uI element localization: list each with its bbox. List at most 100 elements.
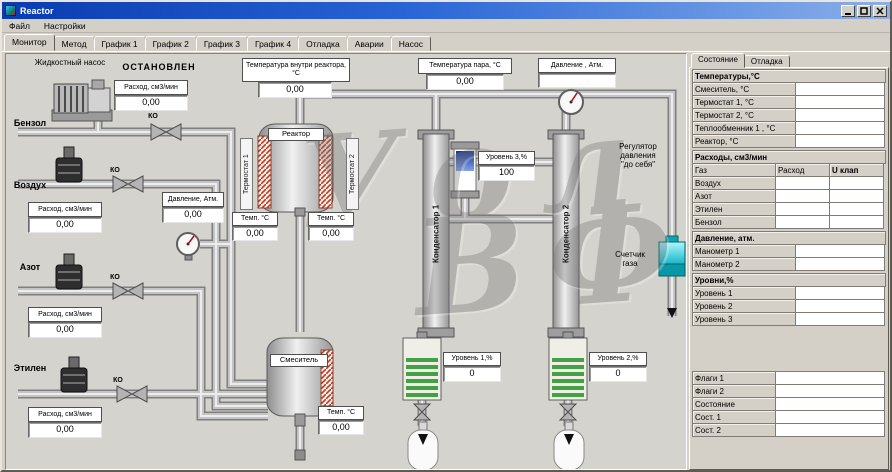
pump-status: ОСТАНОВЛЕН: [122, 62, 196, 72]
thermostat1-temp-value: 0,00: [232, 226, 278, 241]
pressure-gauge-1: [176, 232, 200, 261]
tab-grafik3[interactable]: График 3: [195, 36, 248, 51]
table-row: Уровень 3: [692, 312, 886, 326]
flow-arrow-2: [564, 434, 574, 445]
reactor-heater-right: [318, 135, 333, 209]
gas-counter: [658, 235, 686, 318]
table-row: Бензол: [692, 215, 886, 229]
flags2-field: [775, 384, 885, 398]
panel-body: Температуры,°C Смеситель, °C Термостат 1…: [689, 67, 889, 470]
air-regulator: [55, 146, 83, 183]
manometer1-field: [795, 244, 885, 258]
uvalve-field: [829, 176, 884, 190]
maximize-button[interactable]: [857, 4, 871, 17]
pressure2-value: [538, 73, 616, 88]
table-row: Манометр 2: [692, 257, 886, 271]
table-row: Манометр 1: [692, 244, 886, 258]
process-diagram: Уол ВФК Жидкостный насос ОСТАНОВЛЕН Расх…: [5, 53, 687, 470]
content-area: Уол ВФК Жидкостный насос ОСТАНОВЛЕН Расх…: [2, 51, 890, 470]
ethylene-flow-label: Расход, см3/мин: [28, 407, 102, 422]
table-row: Азот: [692, 189, 886, 203]
ethylene-regulator: [60, 356, 88, 393]
col-gas: Газ: [692, 163, 776, 177]
minimize-button[interactable]: [841, 4, 855, 17]
level1-field: [795, 286, 885, 300]
close-button[interactable]: [873, 4, 887, 17]
condenser1-column: [417, 129, 455, 338]
main-tabstrip: Монитор Метод График 1 График 2 График 3…: [2, 33, 890, 51]
steam-temp-value: 0,00: [426, 74, 504, 90]
flow-field: [775, 215, 830, 229]
tab-monitor[interactable]: Монитор: [4, 34, 55, 51]
menu-settings[interactable]: Настройки: [43, 20, 86, 31]
azot-regulator: [55, 253, 83, 290]
flow-field: [775, 176, 830, 190]
pressure-value: 0,00: [162, 207, 224, 223]
counter-arrow: [667, 308, 677, 318]
temp-field-exchanger: [795, 121, 885, 135]
table-row: Термостат 1, °C: [692, 95, 886, 109]
liquid-pump: [51, 79, 113, 122]
state-field: [775, 397, 885, 411]
tab-grafik4[interactable]: График 4: [246, 36, 300, 51]
piping-scheme: [6, 79, 686, 469]
close-icon: [876, 6, 884, 15]
thermostat2-temp-label: Темп. °C: [308, 212, 354, 226]
manometer2-field: [795, 257, 885, 271]
menu-file[interactable]: Файл: [9, 20, 30, 31]
col-flow: Расход: [775, 163, 830, 177]
pressure2-label: Давление , Атм.: [538, 58, 616, 73]
level1-value: 0: [443, 366, 501, 382]
pressure-group-header: Давление, атм.: [692, 231, 886, 245]
tab-nasos[interactable]: Насос: [390, 36, 431, 51]
reactor-temp-label: Температура внутри реактора, °C: [242, 58, 350, 82]
table-row: Реактор, °C: [692, 134, 886, 148]
benzol-ko-label: КО: [148, 113, 158, 120]
uvalve-field: [829, 189, 884, 203]
benzol-valve: [150, 123, 182, 141]
app-icon: [5, 5, 16, 16]
thermostat1-temp-label: Темп. °C: [232, 212, 278, 226]
maximize-icon: [860, 6, 868, 15]
temp-field-mixer: [795, 82, 885, 96]
tab-metod[interactable]: Метод: [53, 36, 95, 51]
thermostat2-label: Термостат 2: [346, 138, 359, 210]
azot-flow-value: 0,00: [28, 322, 102, 338]
level2-label: Уровень 2,%: [589, 352, 647, 366]
reactor-heater-left: [257, 135, 272, 209]
table-row: Флаги 2: [692, 384, 886, 398]
level2-value: 0: [589, 366, 647, 382]
azot-ko-label: КО: [110, 274, 120, 281]
tab-grafik2[interactable]: График 2: [144, 36, 197, 51]
flags1-field: [775, 371, 885, 385]
mixer-temp-value: 0,00: [318, 420, 364, 435]
pump-flow-label: Расход, см3/мин: [114, 80, 188, 95]
table-row: Уровень 2: [692, 299, 886, 313]
titlebar: Reactor: [2, 2, 890, 19]
air-flow-label: Расход, см3/мин: [28, 202, 102, 217]
condenser1-label: Конденсатор 1: [431, 204, 441, 264]
table-row: Смеситель, °C: [692, 82, 886, 96]
level3-field: [795, 312, 885, 326]
table-row: Сост. 1: [692, 410, 886, 424]
panel-tab-state[interactable]: Состояние: [691, 53, 745, 68]
ethylene-ko-label: КО: [113, 377, 123, 384]
gas-counter-label: Счетчик газа: [615, 250, 645, 269]
tab-otladka[interactable]: Отладка: [298, 36, 348, 51]
tab-avarii[interactable]: Аварии: [346, 36, 392, 51]
air-label: Воздух: [13, 180, 47, 190]
flask-1: [407, 421, 439, 469]
flask-2: [553, 421, 585, 469]
pressure-label: Давление, Атм.: [162, 192, 224, 207]
thermostat1-label: Термостат 1: [240, 138, 253, 210]
panel-tabstrip: Состояние Отладка: [689, 53, 889, 68]
table-row: Воздух: [692, 176, 886, 190]
ethylene-label: Этилен: [13, 363, 47, 373]
flows-group-header: Расходы, см3/мин: [692, 150, 886, 164]
tab-grafik1[interactable]: График 1: [93, 36, 146, 51]
air-valve: [112, 175, 144, 193]
status-panel: Состояние Отладка Температуры,°C Смесите…: [689, 53, 889, 470]
thermostat2-temp-value: 0,00: [308, 226, 354, 241]
temps-group-header: Температуры,°C: [692, 69, 886, 83]
ethylene-valve: [116, 385, 148, 403]
